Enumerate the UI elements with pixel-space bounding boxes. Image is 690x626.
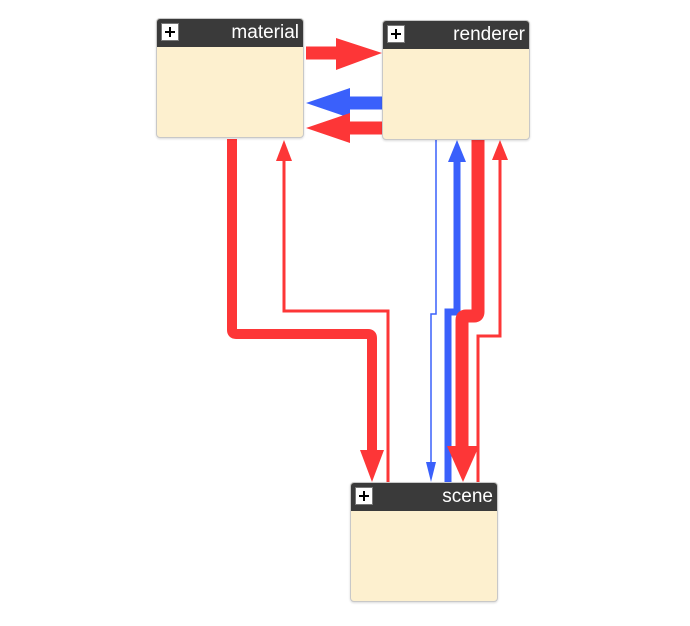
node-material[interactable]: material <box>156 18 304 138</box>
node-scene-body <box>351 511 497 601</box>
plus-icon[interactable] <box>387 25 405 43</box>
edge-material-to-renderer-red <box>306 38 382 70</box>
edge-renderer-to-scene-red <box>447 140 485 482</box>
node-material-body <box>157 47 303 137</box>
edge-renderer-to-material-blue <box>306 88 382 118</box>
plus-icon[interactable] <box>355 487 373 505</box>
edge-scene-to-material-red <box>276 140 390 482</box>
node-renderer-header[interactable]: renderer <box>383 21 529 49</box>
node-renderer[interactable]: renderer <box>382 20 530 140</box>
node-scene-title: scene <box>442 486 493 507</box>
edge-scene-to-renderer-blue <box>444 140 466 482</box>
edge-renderer-to-material-red <box>306 113 382 143</box>
node-renderer-title: renderer <box>453 24 525 45</box>
node-scene-header[interactable]: scene <box>351 483 497 511</box>
node-material-title: material <box>231 22 299 43</box>
edge-material-to-scene-red <box>227 139 384 482</box>
edge-scene-to-renderer-red <box>476 140 508 482</box>
node-material-header[interactable]: material <box>157 19 303 47</box>
plus-icon[interactable] <box>161 23 179 41</box>
node-scene[interactable]: scene <box>350 482 498 602</box>
edge-renderer-to-scene-blue <box>426 140 437 482</box>
node-renderer-body <box>383 49 529 139</box>
